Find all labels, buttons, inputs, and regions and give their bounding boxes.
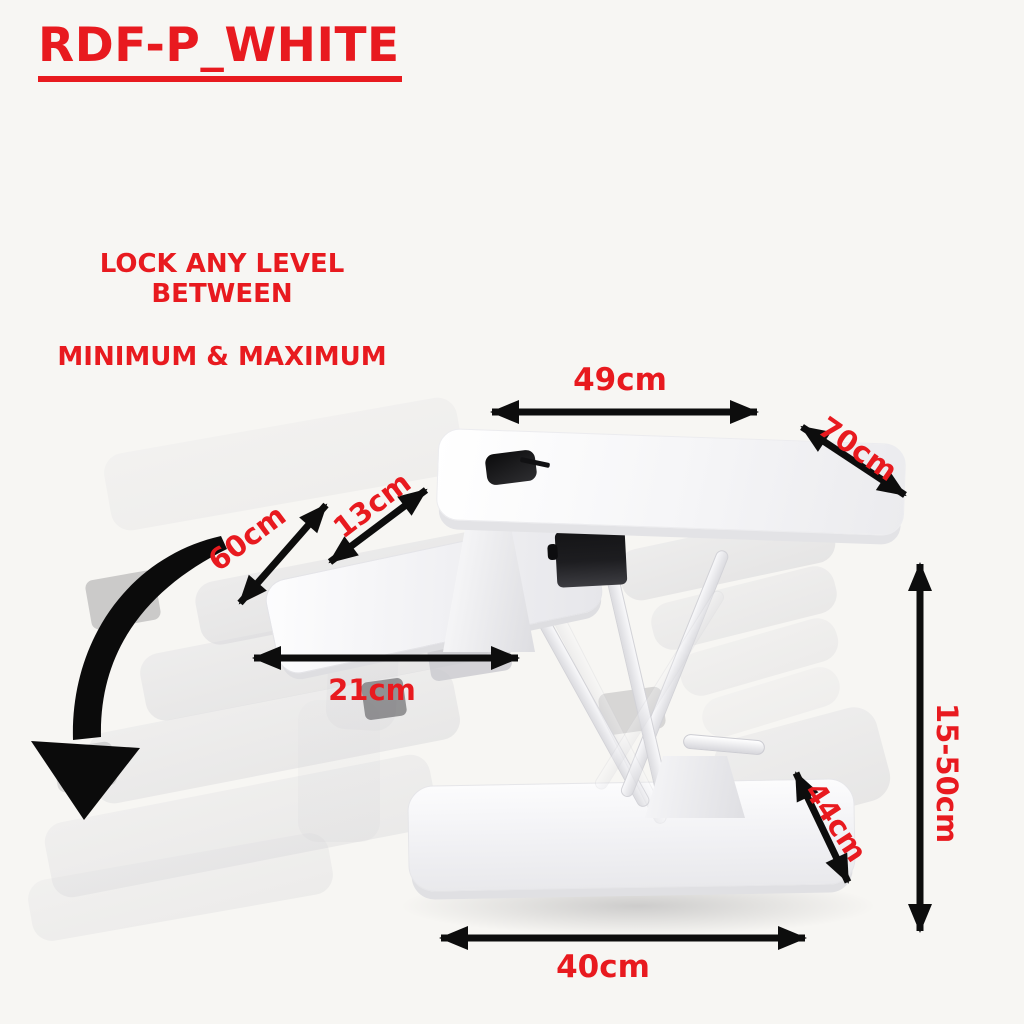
feature-caption-line2: MINIMUM & MAXIMUM: [57, 341, 387, 372]
dim-label-height-range: 15-50cm: [930, 703, 964, 844]
ghost-column-2: [298, 700, 380, 842]
feature-caption: LOCK ANY LEVEL BETWEEN MINIMUM & MAXIMUM: [52, 249, 392, 373]
base-bracket: [645, 756, 745, 818]
dim-label-desk-width: 49cm: [573, 362, 667, 398]
ghost-clamp-2: [51, 740, 119, 794]
dim-label-base-width: 40cm: [556, 949, 650, 985]
feature-caption-line1: LOCK ANY LEVEL BETWEEN: [99, 249, 345, 309]
dim-label-tray-width: 21cm: [328, 673, 416, 707]
lift-clamp: [554, 528, 628, 588]
lock-handle: [484, 449, 538, 486]
ghost-clamp-1: [84, 569, 162, 631]
product-model-title: RDF-P_WHITE: [38, 18, 402, 82]
